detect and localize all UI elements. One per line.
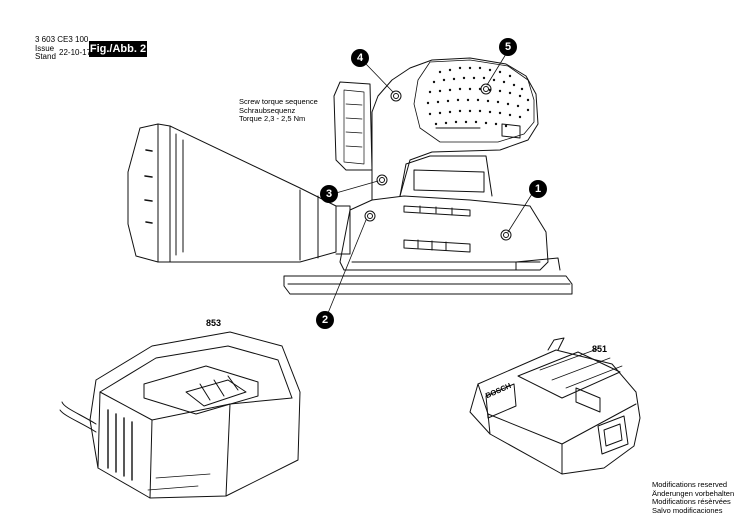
callout-5: 5 — [499, 38, 517, 56]
figure-label: Fig./Abb. 2 — [89, 41, 147, 57]
modifications-note-en: Modifications reserved — [652, 480, 728, 489]
stand-label: Stand — [35, 52, 56, 61]
screw-markers — [364, 83, 512, 241]
dust-box-illustration — [127, 123, 351, 263]
callout-2: 2 — [316, 311, 334, 329]
document-number: 3 603 CE3 100 — [35, 35, 89, 44]
sander-body-illustration — [283, 57, 573, 295]
part-number-battery: 851 — [592, 344, 608, 354]
charger-illustration — [59, 331, 301, 499]
modifications-note: Modifications reserved Änderungen vorbeh… — [652, 480, 735, 515]
modifications-note-fr: Modifications résèrvées — [652, 497, 731, 507]
torque-note: Screw torque sequence Schraubsequenz Tor… — [239, 97, 318, 124]
part-number-charger: 853 — [206, 318, 222, 328]
grip-texture — [426, 66, 530, 128]
callout-3: 3 — [320, 185, 338, 203]
battery-illustration — [469, 337, 641, 475]
modifications-note-de: Änderungen vorbehalten — [652, 488, 735, 498]
torque-note-line-1: Screw torque sequence — [239, 97, 318, 106]
modifications-note-es: Salvo modificaciones — [652, 505, 723, 515]
callout-4: 4 — [351, 49, 369, 67]
callout-leaders — [325, 53, 533, 319]
callout-1: 1 — [529, 180, 547, 198]
issue-date: 22-10-17 — [59, 48, 92, 57]
issue-label: Issue — [35, 44, 55, 53]
torque-note-line-2: Schraubsequenz — [239, 105, 296, 115]
torque-note-line-3: Torque 2,3 - 2,5 Nm — [239, 114, 306, 123]
